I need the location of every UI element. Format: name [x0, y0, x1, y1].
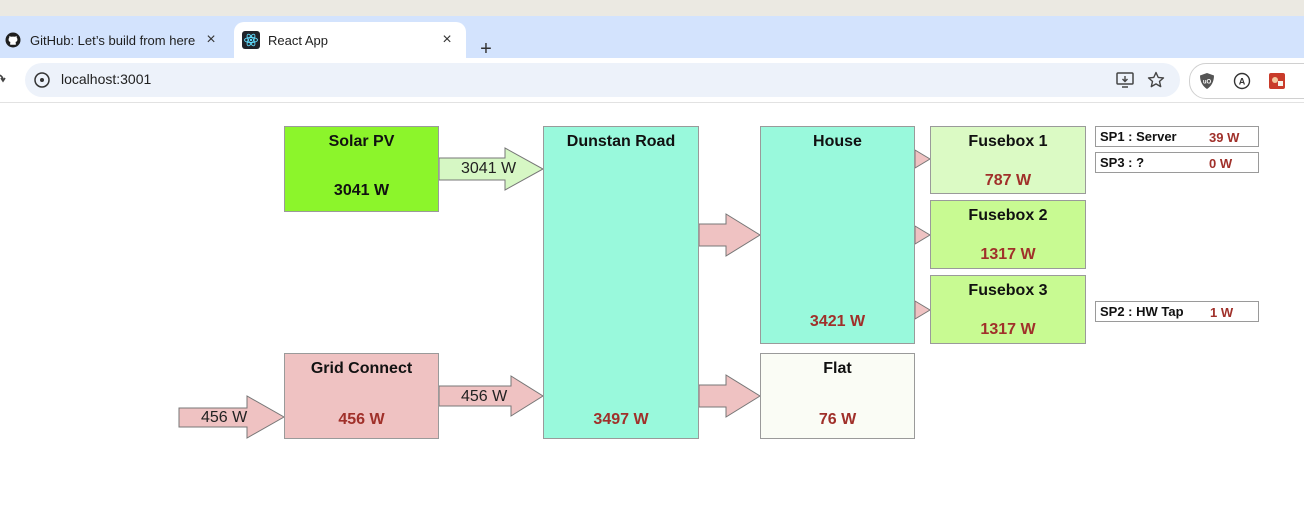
power-flow-diagram: 3041 W 456 W 456 W Solar PV 3041 W Grid … [0, 103, 1304, 526]
browser-toolbar: localhost:3001 uO A [0, 58, 1304, 103]
arrow-label-grid-in: 456 W [201, 409, 248, 426]
fusebox-1-box: Fusebox 1 787 W [930, 126, 1086, 194]
box-title: Flat [823, 360, 852, 377]
box-title: Grid Connect [310, 360, 413, 377]
box-title: Solar PV [328, 133, 395, 150]
extension-icon[interactable] [1268, 72, 1286, 90]
subpanel-sp2: SP2 : HW Tap 1 W [1095, 301, 1259, 322]
arrow-house-to-fusebox1 [914, 149, 931, 169]
box-value: 1317 W [980, 246, 1036, 263]
new-tab-button[interactable]: + [480, 37, 492, 60]
arrow-dunstan-to-flat [698, 374, 761, 418]
close-icon[interactable]: × [442, 31, 452, 48]
box-value: 456 W [338, 411, 385, 428]
bookmark-star-icon[interactable] [1146, 71, 1166, 89]
house-box: House 3421 W [760, 126, 915, 344]
box-title: Fusebox 3 [968, 282, 1048, 299]
box-value: 3497 W [593, 411, 649, 428]
subpanel-sp1: SP1 : Server 39 W [1095, 126, 1259, 147]
arrow-label-grid-out: 456 W [461, 388, 508, 405]
tab-label: React App [268, 32, 328, 48]
site-info-icon[interactable] [33, 71, 51, 89]
fusebox-3-box: Fusebox 3 1317 W [930, 275, 1086, 344]
github-icon [4, 31, 22, 49]
extensions-area: uO A [1189, 63, 1304, 99]
reload-icon[interactable] [0, 72, 6, 91]
grid-connect-box: Grid Connect 456 W [284, 353, 439, 439]
arrow-house-to-fusebox2 [914, 225, 931, 245]
translate-icon[interactable]: A [1233, 72, 1251, 90]
box-value: 1317 W [980, 321, 1036, 338]
box-value: 3421 W [809, 313, 866, 330]
flat-box: Flat 76 W [760, 353, 915, 439]
fusebox-2-box: Fusebox 2 1317 W [930, 200, 1086, 269]
address-bar[interactable]: localhost:3001 [25, 63, 1180, 97]
subpanel-sp3: SP3 : ? 0 W [1095, 152, 1259, 173]
box-value: 787 W [984, 172, 1032, 189]
subpanel-name: SP3 : ? [1100, 155, 1145, 170]
box-value: 3041 W [333, 182, 390, 199]
subpanel-name: SP2 : HW Tap [1100, 304, 1184, 319]
solar-pv-box: Solar PV 3041 W [284, 126, 439, 212]
subpanel-value: 0 W [1209, 156, 1233, 171]
close-icon[interactable]: × [206, 31, 216, 48]
arrow-solar-to-dunstan [438, 147, 545, 191]
box-value: 76 W [818, 411, 857, 428]
tab-bar: GitHub: Let’s build from here × React Ap… [0, 16, 1304, 60]
window-top-strip [0, 0, 1304, 16]
svg-text:uO: uO [1203, 80, 1212, 86]
subpanel-value: 1 W [1210, 305, 1234, 320]
arrow-grid-in [178, 395, 286, 439]
subpanel-name: SP1 : Server [1100, 129, 1177, 144]
install-app-icon[interactable] [1115, 71, 1135, 89]
arrow-house-to-fusebox3 [914, 300, 931, 320]
arrow-dunstan-to-house [698, 213, 761, 257]
box-title: Fusebox 1 [968, 133, 1048, 150]
tab-label: GitHub: Let’s build from here [30, 32, 196, 48]
svg-text:A: A [1239, 77, 1246, 87]
arrow-label-solar: 3041 W [461, 160, 517, 177]
tab-react-app[interactable]: React App × [234, 22, 466, 58]
url-text[interactable]: localhost:3001 [61, 71, 152, 87]
react-icon [242, 31, 260, 49]
box-title: Dunstan Road [566, 133, 676, 150]
dunstan-road-box: Dunstan Road 3497 W [543, 126, 699, 439]
tab-github[interactable]: GitHub: Let’s build from here × [0, 22, 230, 58]
ublock-icon[interactable]: uO [1198, 72, 1216, 90]
arrow-grid-to-dunstan [438, 375, 544, 417]
box-title: Fusebox 2 [968, 207, 1048, 224]
subpanel-value: 39 W [1209, 130, 1240, 145]
box-title: House [813, 133, 862, 150]
